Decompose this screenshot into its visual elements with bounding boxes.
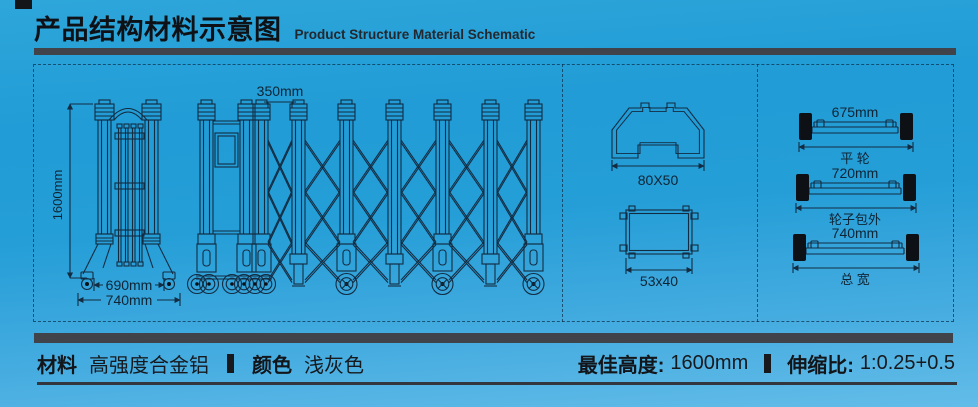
- axle-dim-label: 720mm: [832, 165, 879, 181]
- wheeled-post: [335, 99, 358, 296]
- footer-underline: [37, 382, 957, 385]
- footer-divider-bar: [764, 354, 772, 373]
- axle-dim-label: 675mm: [832, 104, 879, 120]
- spec-footer: 材料 高强度合金铝 颜色 浅灰色 最佳高度: 1600mm 伸缩比: 1:0.2…: [0, 349, 978, 378]
- wheeled-post: [522, 99, 545, 296]
- axle-name-label: 平 轮: [840, 151, 870, 166]
- material-value: 高强度合金铝: [89, 355, 209, 377]
- color-value: 浅灰色: [304, 355, 364, 377]
- dim-outer-width-740: 740mm: [106, 292, 153, 308]
- axle-row-wheels-outer: 720mm 轮子包外: [795, 165, 917, 227]
- hanging-post: [289, 99, 308, 287]
- axle-dimensions-drawing: 675mm 平 轮 720mm 轮子包外 740mm: [792, 104, 920, 287]
- spec-footer-right: 最佳高度: 1600mm 伸缩比: 1:0.25+0.5: [578, 349, 955, 378]
- scissor-lattice: [267, 139, 528, 284]
- axle-name-label: 总 宽: [840, 272, 870, 287]
- profile-80x50: 80X50: [611, 102, 705, 188]
- gate-views-drawing: 1600mm: [50, 83, 545, 308]
- post-cap: [94, 99, 162, 121]
- head-wheels: [186, 273, 277, 295]
- dim-inner-width-690: 690mm: [106, 277, 153, 293]
- page-subtitle: Product Structure Material Schematic: [294, 27, 536, 42]
- axle-dim-label: 740mm: [832, 225, 879, 241]
- axle-name-label: 轮子包外: [829, 212, 881, 227]
- dim-height-1600: 1600mm: [50, 170, 65, 221]
- dim-profile-80x50: 80X50: [638, 172, 679, 188]
- color-label: 颜色: [252, 355, 292, 377]
- axle-row-total-width: 740mm 总 宽: [792, 225, 920, 287]
- head-post: [236, 99, 257, 273]
- divider-bar-bottom: [34, 333, 953, 343]
- header: 产品结构材料示意图 Product Structure Material Sch…: [34, 8, 535, 47]
- material-label: 材料: [37, 355, 77, 377]
- ratio-label: 伸缩比:: [787, 355, 854, 377]
- logo-mark: [15, 0, 32, 9]
- hanging-post: [385, 99, 404, 287]
- dim-post-spacing-350: 350mm: [257, 83, 304, 99]
- diagram-frame: [33, 64, 954, 322]
- inner-ladder: [114, 123, 145, 267]
- divider-bar-top: [34, 48, 956, 55]
- ratio-value: 1:0.25+0.5: [859, 352, 955, 374]
- page-title: 产品结构材料示意图: [34, 15, 282, 45]
- head-post: [251, 99, 272, 273]
- frame-separator-1: [562, 64, 563, 322]
- control-box: [214, 132, 239, 168]
- axle-row-flat-wheel: 675mm 平 轮: [798, 104, 914, 166]
- profile-53x40: 53x40: [619, 205, 699, 289]
- wheeled-post: [431, 99, 454, 296]
- hanging-post: [481, 99, 500, 287]
- best-height-label: 最佳高度:: [577, 355, 665, 377]
- spec-footer-left: 材料 高强度合金铝 颜色 浅灰色: [37, 349, 364, 378]
- front-view-drawing: 1600mm: [50, 99, 180, 308]
- profiles-drawing: 80X50 53x40: [611, 102, 705, 289]
- dim-profile-53x40: 53x40: [640, 273, 678, 289]
- head-post: [196, 99, 217, 273]
- extended-view-drawing: 350mm: [186, 83, 545, 296]
- footer-divider-bar: [227, 354, 234, 373]
- frame-separator-2: [757, 64, 758, 322]
- best-height-value: 1600mm: [670, 352, 749, 374]
